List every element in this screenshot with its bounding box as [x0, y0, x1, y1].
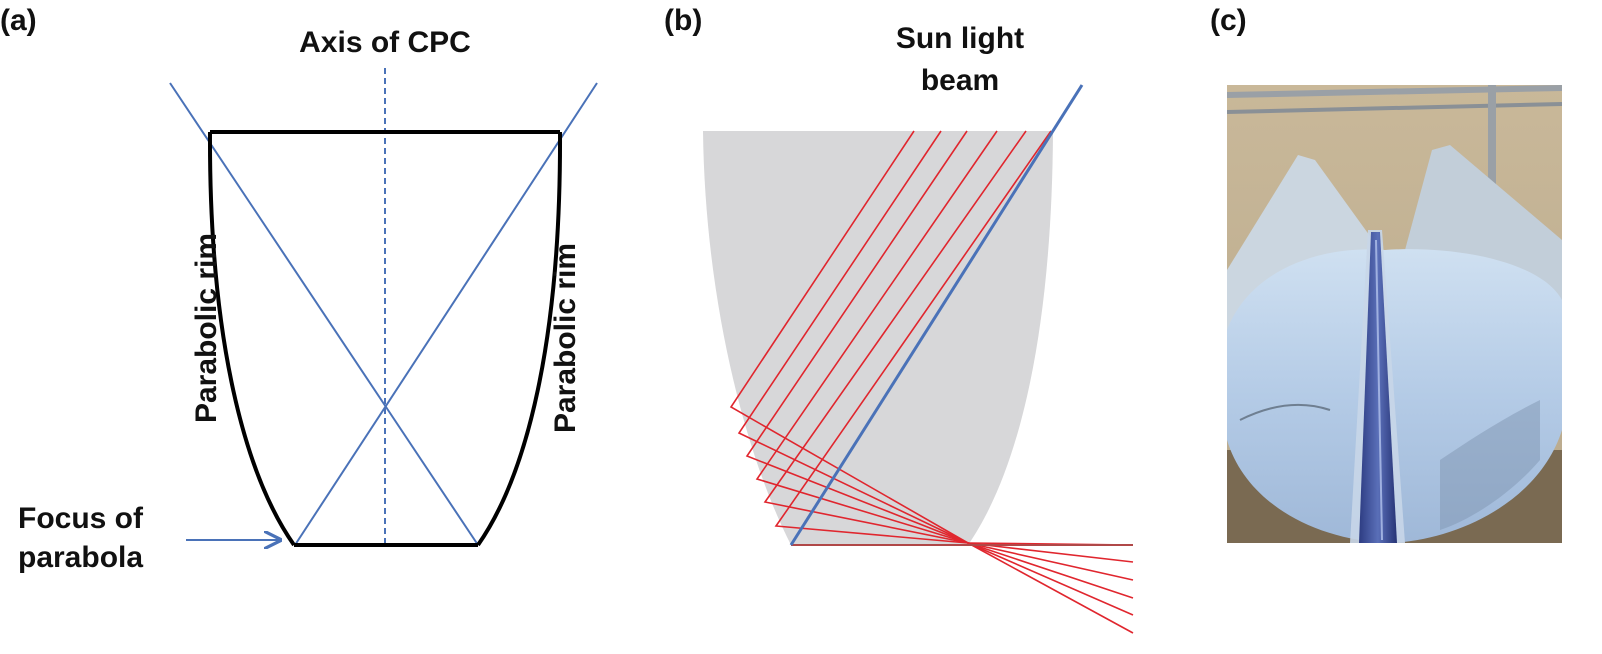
ray-right-to-left: [294, 82, 598, 546]
reflected-rays: [729, 130, 1052, 544]
out-ray-6: [967, 542, 1134, 634]
focus-label-line1: Focus of: [18, 502, 144, 535]
out-ray-4: [967, 542, 1134, 599]
photo-mirror-highlight: [1239, 403, 1331, 421]
sun-light-beam: [789, 84, 1084, 546]
photo-rail-2: [1227, 102, 1562, 114]
cpc-axis-label: Axis of CPC: [299, 26, 471, 59]
right-parabolic-rim: [476, 131, 563, 547]
cpc-collector-body: [703, 131, 1053, 545]
red-ray-2: [737, 130, 969, 544]
beam-label-line2: beam: [921, 64, 999, 97]
red-ray-5: [763, 130, 1027, 544]
red-ray-1: [729, 130, 969, 544]
red-ray-3: [745, 130, 969, 544]
panel-b-tag: (b): [664, 4, 702, 37]
panel-a: (a) Axis of CPC Parabolic rim Parabolic …: [0, 4, 598, 574]
cpc-photo: [1227, 85, 1562, 543]
left-rim-label: Parabolic rim: [190, 233, 223, 423]
out-ray-3: [967, 542, 1134, 581]
left-parabolic-rim: [207, 131, 296, 547]
photo-tube-reflection: [1375, 239, 1383, 541]
red-ray-4: [755, 130, 998, 544]
outgoing-rays: [967, 542, 1134, 634]
out-ray-2: [967, 542, 1134, 563]
focus-label-line2: parabola: [18, 541, 143, 574]
beam-label-line1: Sun light: [896, 22, 1024, 55]
panel-b: (b) Sun light beam: [664, 4, 1134, 634]
out-ray-5: [967, 542, 1134, 616]
panel-a-tag: (a): [0, 4, 37, 37]
panel-c: (c): [1210, 4, 1562, 543]
ray-left-to-right: [169, 82, 479, 546]
red-ray-6: [774, 130, 1052, 544]
photo-rail-1: [1227, 85, 1562, 98]
panel-c-tag: (c): [1210, 4, 1247, 37]
right-rim-label: Parabolic rim: [549, 243, 582, 433]
photo-mirror-shade: [1440, 400, 1540, 530]
